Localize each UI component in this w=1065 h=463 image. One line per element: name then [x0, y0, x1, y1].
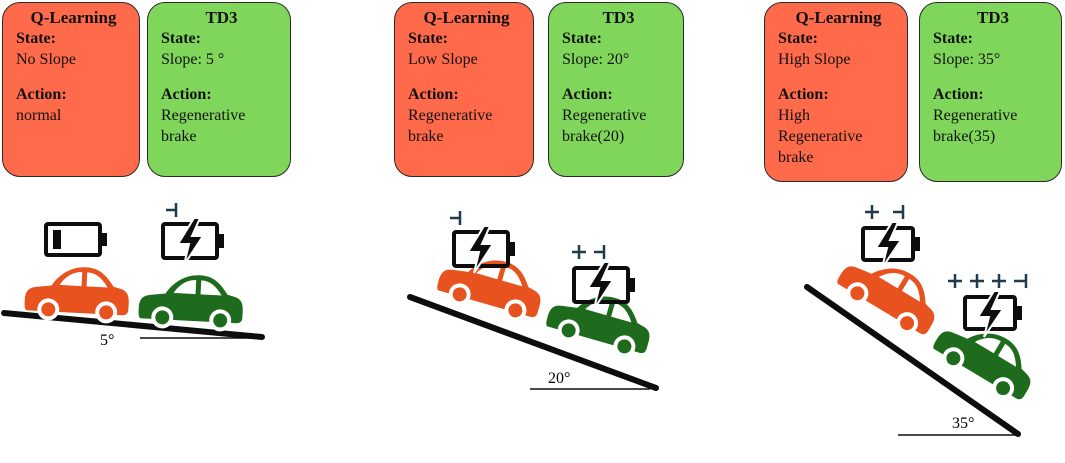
- q-learning-card-3: Q-Learning State: High Slope Action: Hig…: [764, 2, 908, 182]
- state-value: Slope: 35°: [933, 51, 1001, 68]
- q-learning-card-1: Q-Learning State: No Slope Action: norma…: [2, 2, 140, 177]
- action-label: Action:: [562, 86, 613, 103]
- battery-charging-icon: [861, 221, 920, 269]
- state-label: State:: [778, 30, 818, 47]
- td3-card-1: TD3 State: Slope: 5 ° Action: Regenerati…: [147, 2, 291, 177]
- battery-low-icon: [44, 222, 107, 257]
- action-label: Action:: [161, 86, 212, 103]
- action-label: Action:: [16, 86, 67, 103]
- card-title: TD3: [602, 8, 635, 27]
- state-value: Low Slope: [408, 51, 478, 68]
- battery-charging-icon: [963, 290, 1022, 338]
- battery-charging-icon: [452, 225, 515, 274]
- green-car: [138, 272, 245, 332]
- card-title: TD3: [976, 8, 1010, 27]
- td3-card-2: TD3 State: Slope: 20° Action: Regenerati…: [548, 2, 684, 177]
- angle-label: 35°: [952, 415, 974, 432]
- state-value: Slope: 20°: [562, 51, 630, 68]
- state-value: No Slope: [16, 51, 76, 68]
- slope-line: [804, 284, 1021, 437]
- action-label: Action:: [778, 86, 829, 103]
- panel-1-scene: 5°: [1, 203, 265, 349]
- action-value: Regenerative brake(35): [933, 107, 1018, 145]
- action-value: Regenerative brake(20): [562, 107, 647, 145]
- orange-car: [24, 264, 131, 324]
- action-value: Regenerative brake: [161, 107, 246, 145]
- battery-charging-icon: [572, 261, 635, 310]
- card-title: Q-Learning: [423, 8, 510, 27]
- angle-label: 20°: [548, 370, 570, 387]
- charge-marks: [948, 274, 1028, 288]
- panel-3-scene: 35°: [804, 205, 1045, 437]
- state-label: State:: [16, 30, 56, 47]
- state-value: Slope: 5 °: [161, 51, 225, 68]
- state-value: High Slope: [778, 51, 851, 68]
- green-car: [931, 308, 1045, 404]
- charge-marks: [450, 211, 462, 225]
- action-value: High Regenerative brake: [778, 107, 863, 166]
- angle-label: 5°: [100, 332, 114, 349]
- state-label: State:: [161, 30, 201, 47]
- action-label: Action:: [933, 86, 984, 103]
- card-title: Q-Learning: [795, 8, 882, 27]
- charge-marks: [572, 245, 606, 259]
- action-value: normal: [16, 107, 62, 124]
- action-label: Action:: [408, 86, 459, 103]
- td3-card-3: TD3 State: Slope: 35° Action: Regenerati…: [919, 2, 1062, 182]
- slope-line: [407, 294, 659, 391]
- q-learning-card-2: Q-Learning State: Low Slope Action: Rege…: [394, 2, 534, 177]
- card-title: Q-Learning: [30, 8, 117, 27]
- action-value: Regenerative brake: [408, 107, 493, 145]
- card-title: TD3: [205, 8, 238, 27]
- charge-marks: [166, 203, 178, 217]
- state-label: State:: [933, 30, 973, 47]
- state-label: State:: [562, 30, 602, 47]
- battery-charging-icon: [161, 217, 224, 266]
- charge-marks: [865, 205, 905, 219]
- panel-2-scene: 20°: [407, 211, 659, 391]
- state-label: State:: [408, 30, 448, 47]
